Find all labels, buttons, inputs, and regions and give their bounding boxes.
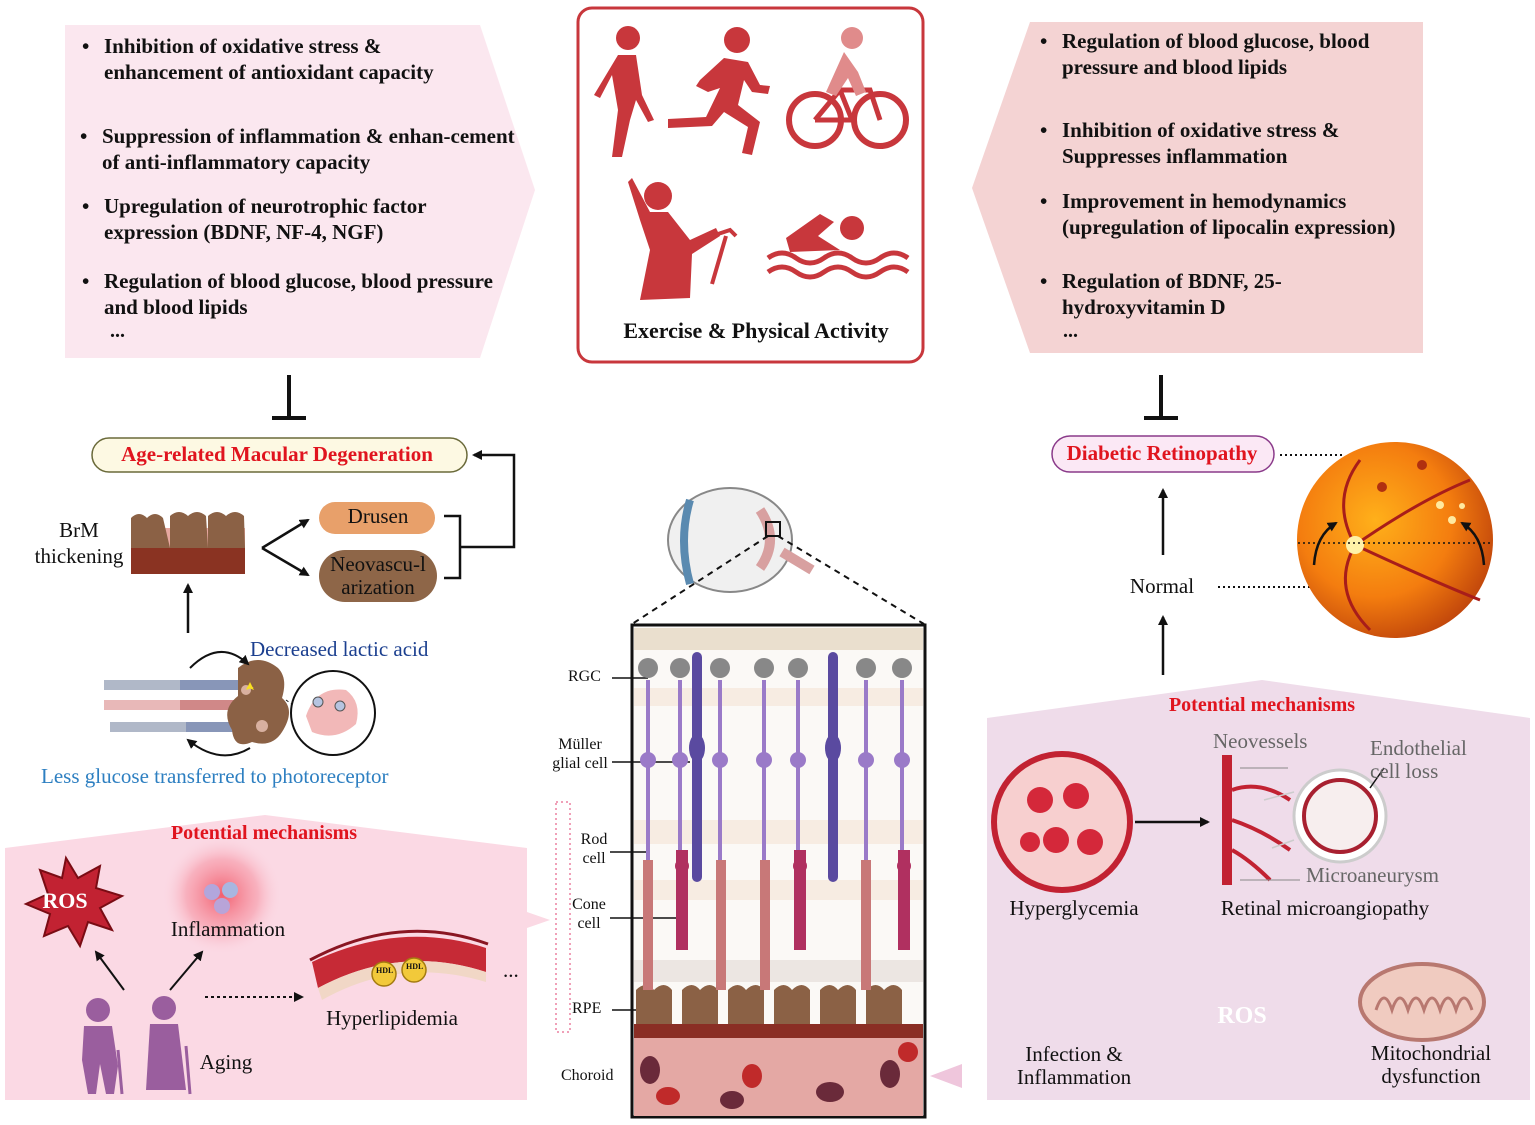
dr-inhibition-symbol [1144, 375, 1178, 420]
normal-label: Normal [1129, 574, 1195, 598]
amd-inflammation-cells [204, 882, 238, 914]
layer-label-rgc: RGC [568, 668, 601, 685]
dr-benefit-item: Regulation of BDNF, 25-hydroxyvitamin D [1036, 268, 1362, 320]
endothelial-label: Endothelial cell loss [1370, 736, 1467, 783]
microaneurysm-label: Microaneurysm [1306, 863, 1439, 887]
retina-cross-section [630, 623, 927, 1119]
amd-mechanisms-panel [5, 815, 527, 1100]
swimming-icon [766, 214, 910, 280]
drusen-label: Drusen [347, 504, 409, 528]
dr-mechanisms-title: Potential mechanisms [1168, 694, 1356, 716]
amd-benefit-item: Inhibition of oxidative stress & enhance… [78, 33, 504, 85]
mitochondria-image [1358, 962, 1486, 1042]
hyperglycemia-label: Hyperglycemia [1009, 896, 1139, 920]
brm-tissue-image [131, 512, 245, 574]
dr-benefit-item: Inhibition of oxidative stress & Suppres… [1036, 117, 1402, 169]
fundus-image [1297, 442, 1493, 638]
bipolar-cells [640, 680, 910, 860]
cone-cells [675, 850, 911, 950]
hyperglycemia-image [991, 751, 1133, 893]
running-icon [668, 27, 770, 155]
amd-inflammation-glow [162, 835, 282, 955]
lactic-acid-label: Decreased lactic acid [250, 637, 429, 661]
neovasc-label: Neovascu-larization [330, 552, 426, 599]
amd-ros-label: ROS [42, 888, 88, 913]
amd-benefit-item: Suppression of inflammation & enhan-ceme… [76, 123, 522, 175]
muller-glial-cells [689, 652, 841, 882]
hyperlipidemia-label: Hyperlipidemia [326, 1006, 458, 1030]
neovessels-label: Neovessels [1213, 729, 1308, 753]
dr-benefits-ellipsis: ... [1063, 320, 1078, 342]
amd-benefit-item: Upregulation of neurotrophic factor expr… [78, 193, 504, 245]
cycling-icon [786, 27, 909, 149]
amd-benefits-ellipsis: ... [110, 320, 125, 342]
dr-benefit-item: Regulation of blood glucose, blood press… [1036, 28, 1442, 80]
photoreceptor-dotted-bracket [555, 801, 571, 1033]
hyperlipidemia-vessel-image [309, 929, 489, 1000]
amd-benefit-item: Regulation of blood glucose, blood press… [78, 268, 504, 320]
brm-thickening-label: BrM thickening [34, 518, 124, 568]
elderly-dance-icon [628, 178, 738, 300]
rgc-cells [638, 658, 912, 678]
amd-inflammation-label: Inflammation [170, 917, 286, 941]
amd-ros-burst [23, 855, 125, 949]
choroid-cells [640, 1042, 918, 1109]
dr-benefit-item: Improvement in hemodynamics (upregulatio… [1036, 188, 1442, 240]
microangiopathy-label: Retinal microangiopathy [1220, 896, 1430, 920]
layer-label-choroid: Choroid [561, 1067, 614, 1084]
rpe-metabolism-image [104, 650, 376, 757]
layer-label-rod: Rod cell [580, 831, 608, 867]
amd-mechanisms-ellipsis: ... [503, 958, 519, 982]
drusen-pill [319, 502, 435, 534]
hdl-label-2: HDL [406, 962, 424, 971]
rod-cells [643, 860, 871, 990]
dr-ros-label: ROS [1217, 1003, 1267, 1029]
layer-label-rpe: RPE [572, 1000, 602, 1017]
layer-label-cone: Cone cell [572, 896, 606, 932]
amd-inhibition-symbol [272, 375, 306, 420]
rpe-cells-row [636, 985, 902, 1024]
eye-illustration [667, 487, 815, 593]
amd-disease-label: Age-related Macular Degeneration [121, 442, 433, 466]
aging-elderly-icon [82, 996, 192, 1095]
neovasc-pill [319, 550, 437, 602]
walking-icon [594, 26, 654, 157]
glucose-transfer-label: Less glucose transferred to photorecepto… [41, 764, 389, 788]
hdl-label-1: HDL [376, 966, 394, 975]
dr-panel-pointer [930, 1064, 962, 1088]
microangiopathy-image [1222, 755, 1388, 885]
mito-label: Mitochondrial dysfunction [1370, 1041, 1492, 1088]
layer-label-muller: Müller glial cell [552, 736, 608, 772]
amd-disease-pill [91, 437, 468, 473]
exercise-title: Exercise & Physical Activity [623, 318, 889, 343]
dr-disease-label: Diabetic Retinopathy [1066, 441, 1258, 465]
infection-label: Infection & Inflammation [1016, 1042, 1132, 1089]
dr-disease-pill [1051, 435, 1275, 473]
aging-label: Aging [199, 1050, 253, 1074]
amd-mechanisms-title: Potential mechanisms [170, 822, 358, 844]
